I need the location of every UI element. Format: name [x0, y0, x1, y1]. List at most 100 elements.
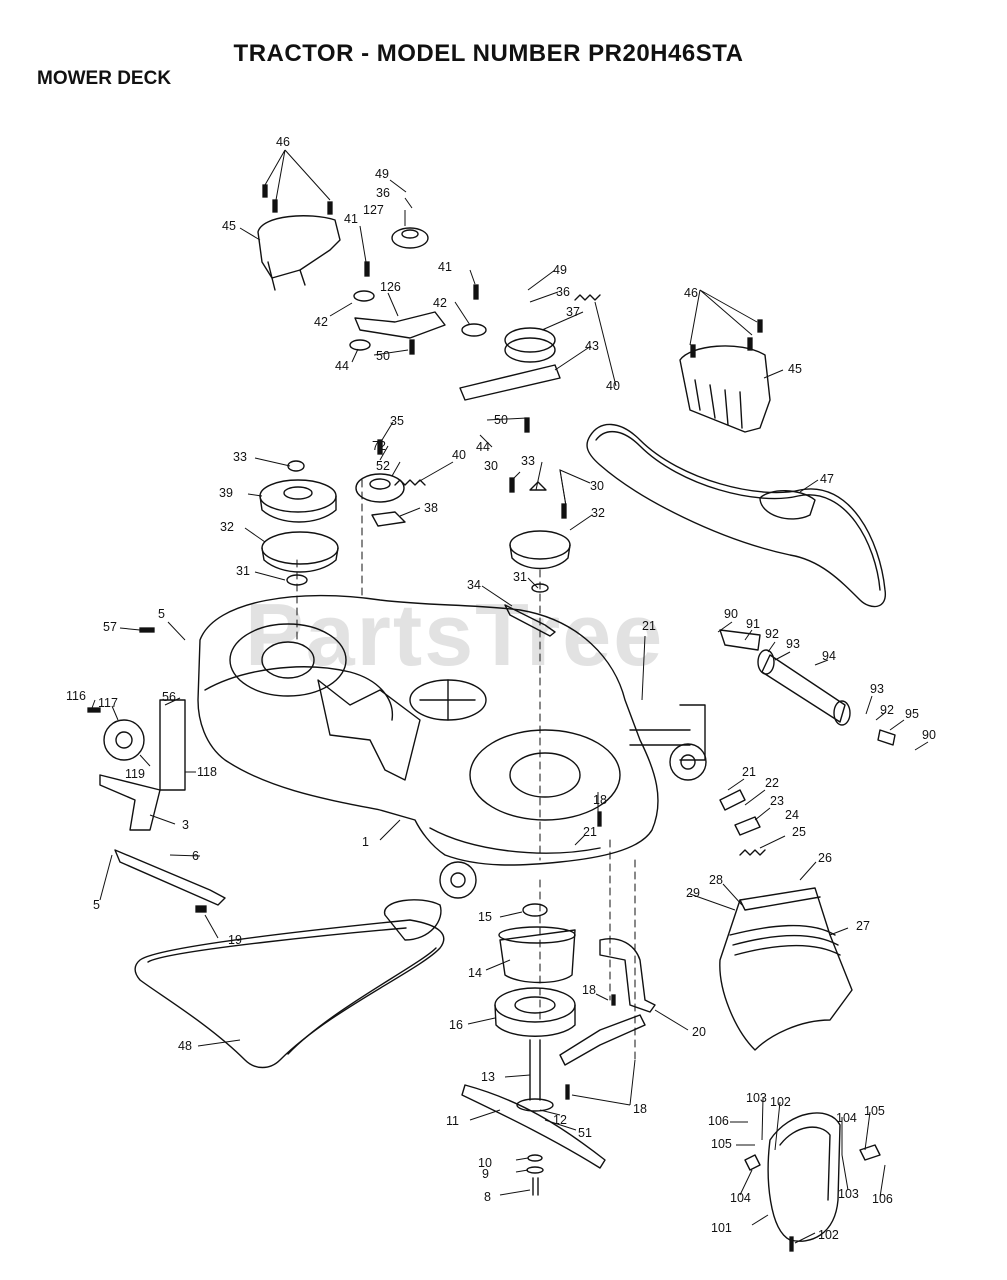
callout-label: 1: [362, 835, 369, 849]
spacer-16: [494, 987, 576, 1023]
callout-label: 119: [125, 767, 145, 781]
callout-label: 29: [686, 886, 700, 900]
callout-label: 31: [236, 564, 250, 578]
callout-label: 45: [788, 362, 802, 376]
callout-label: 42: [314, 315, 328, 329]
callout-label: 6: [192, 849, 199, 863]
pulley-127: [391, 227, 429, 249]
callout-label: 36: [556, 285, 570, 299]
callout-label: 25: [792, 825, 806, 839]
mulch-plate-101: [767, 1112, 841, 1242]
callout-label: 57: [103, 620, 117, 634]
callout-label: 49: [375, 167, 389, 181]
bearing-15: [522, 903, 548, 917]
callout-label: 51: [578, 1126, 592, 1140]
callout-label: 24: [785, 808, 799, 822]
callout-label: 30: [484, 459, 498, 473]
callout-label: 90: [922, 728, 936, 742]
shaft-13: [529, 1039, 541, 1101]
callout-label: 103: [838, 1187, 859, 1201]
callout-label: 16: [449, 1018, 463, 1032]
callout-label: 101: [711, 1221, 732, 1235]
discharge-chute-27: [719, 887, 853, 1051]
mower-deck-housing: [197, 594, 659, 866]
callout-label: 49: [553, 263, 567, 277]
callout-label: 15: [478, 910, 492, 924]
callout-label: 105: [864, 1104, 885, 1118]
callout-label: 37: [566, 305, 580, 319]
callout-label: 42: [433, 296, 447, 310]
callout-label: 22: [765, 776, 779, 790]
callout-label: 18: [582, 983, 596, 997]
roller-94: [761, 654, 846, 723]
callout-label: 40: [606, 379, 620, 393]
callout-label: 30: [590, 479, 604, 493]
callout-label: 33: [521, 454, 535, 468]
callout-label: 116: [66, 689, 86, 703]
belt-cover-right: [679, 345, 771, 433]
callout-label: 45: [222, 219, 236, 233]
callout-label: 21: [642, 619, 656, 633]
callout-label: 47: [820, 472, 834, 486]
assembly-lines: [296, 479, 636, 1061]
pulley-32-left: [261, 531, 339, 565]
callout-label: 104: [730, 1191, 751, 1205]
callout-label: 92: [765, 627, 779, 641]
callout-label: 105: [711, 1137, 732, 1151]
callout-label: 5: [158, 607, 165, 621]
idler-arm-43: [459, 364, 561, 401]
callout-label: 31: [513, 570, 527, 584]
callout-label: 56: [162, 690, 176, 704]
callout-label: 12: [553, 1113, 567, 1127]
pulley-52: [355, 473, 405, 503]
callout-label: 93: [870, 682, 884, 696]
callout-label: 117: [98, 696, 118, 710]
callout-label: 26: [818, 851, 832, 865]
callout-label: 11: [446, 1114, 459, 1128]
pulley-37: [504, 327, 556, 353]
callout-label: 102: [770, 1095, 791, 1109]
callout-label: 27: [856, 919, 870, 933]
callout-label: 118: [197, 765, 217, 779]
idler-arm-126: [354, 311, 446, 339]
callout-label: 19: [228, 933, 242, 947]
callout-label: 28: [709, 873, 723, 887]
callout-label: 32: [220, 520, 234, 534]
callout-label: 104: [836, 1111, 857, 1125]
callout-label: 35: [390, 414, 404, 428]
callout-label: 18: [633, 1102, 647, 1116]
callout-label: 46: [276, 135, 290, 149]
callout-label: 50: [376, 349, 390, 363]
callout-label: 3: [182, 818, 189, 832]
callout-label: 95: [905, 707, 919, 721]
callout-label: 36: [376, 186, 390, 200]
belt-47: [586, 423, 886, 608]
callout-label: 48: [178, 1039, 192, 1053]
callout-label: 34: [467, 578, 481, 592]
blade-11: [461, 1084, 606, 1169]
callout-label: 38: [424, 501, 438, 515]
callout-label: 41: [344, 212, 358, 226]
callout-label: 23: [770, 794, 784, 808]
callout-label: 50: [494, 413, 508, 427]
leader-lines: [91, 149, 929, 1244]
callout-label: 5: [93, 898, 100, 912]
callout-label: 126: [380, 280, 401, 294]
bolts: [87, 184, 794, 1252]
callout-label: 106: [872, 1192, 893, 1206]
callout-label: 44: [476, 440, 490, 454]
callout-label: 46: [684, 286, 698, 300]
callout-label: 41: [438, 260, 452, 274]
callout-label: 9: [482, 1167, 489, 1181]
callout-label: 13: [481, 1070, 495, 1084]
callout-label: 39: [219, 486, 233, 500]
callout-label: 102: [818, 1228, 839, 1242]
belt-48: [134, 919, 445, 1069]
callout-label: 10: [478, 1156, 492, 1170]
callout-label: 103: [746, 1091, 767, 1105]
callout-label: 32: [591, 506, 605, 520]
pulley-39: [259, 479, 337, 513]
callout-label: 72: [372, 439, 386, 453]
